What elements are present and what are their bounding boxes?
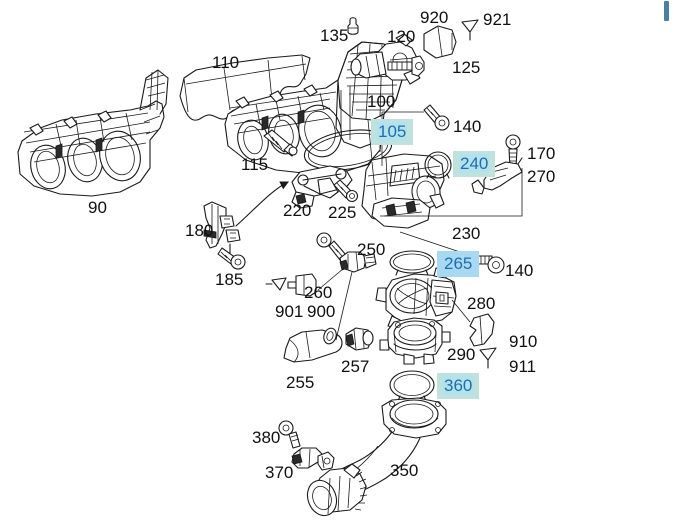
part-label-290: 290 (447, 345, 476, 364)
part-label-921: 921 (483, 10, 512, 29)
part-910-connector (469, 313, 495, 347)
part-920-connector (423, 25, 457, 59)
part-350-charge-pipe (306, 397, 447, 517)
part-label-255: 255 (286, 373, 315, 392)
part-115-bolt (263, 129, 298, 157)
part-125-bolt (387, 55, 425, 77)
part-label-170: 170 (527, 144, 556, 163)
part-380-bolt (278, 420, 301, 449)
part-label-350: 350 (390, 461, 419, 480)
part-label-220: 220 (283, 201, 312, 220)
highlighted-part-label-360-text: 360 (443, 376, 474, 395)
part-230-elbow-housing (361, 153, 445, 229)
part-label-180: 180 (185, 221, 214, 240)
highlighted-part-label-265-text: 265 (444, 254, 473, 273)
part-label-280: 280 (467, 294, 496, 313)
highlighted-part-label-105-text: 105 (377, 122, 408, 141)
part-280-throttle-body (375, 267, 471, 329)
part-label-110: 110 (212, 53, 240, 72)
part-250-sensor (317, 251, 377, 341)
part-260-bolt (316, 232, 347, 261)
part-label-100: 100 (367, 92, 396, 111)
part-135-plug (347, 17, 359, 35)
part-90-manifold-left (17, 69, 169, 197)
part-label-250: 250 (357, 240, 386, 259)
part-label-90: 90 (88, 198, 107, 217)
part-label-380: 380 (252, 428, 281, 447)
part-label-920: 920 (420, 8, 449, 27)
part-label-270: 270 (527, 167, 556, 186)
part-370-bracket (291, 447, 335, 471)
highlighted-part-label-240-text: 240 (459, 154, 490, 173)
part-220-linkage (235, 165, 353, 227)
part-180-bracket (203, 201, 241, 255)
part-140-bolt-lower (399, 231, 505, 274)
part-label-140-lower: 140 (505, 261, 534, 280)
part-label-120: 120 (387, 27, 416, 46)
part-label-185: 185 (215, 270, 244, 289)
part-900-connector (287, 273, 317, 297)
part-label-230: 230 (452, 224, 481, 243)
highlighted-part-label-360[interactable]: 360 (437, 373, 480, 399)
highlighted-part-label-240[interactable]: 240 (453, 151, 496, 177)
part-label-225: 225 (328, 203, 357, 222)
part-911-clip (479, 347, 497, 369)
part-label-115: 115 (241, 155, 269, 174)
part-label-370: 370 (265, 463, 294, 482)
part-label-260: 260 (304, 283, 333, 302)
part-label-911: 911 (509, 357, 537, 376)
part-label-140-upper: 140 (453, 117, 482, 136)
part-label-125: 125 (452, 58, 481, 77)
highlighted-part-label-105[interactable]: 105 (371, 119, 414, 145)
part-label-257: 257 (341, 357, 370, 376)
part-185-bolt (217, 247, 246, 270)
part-label-901: 901 (275, 302, 304, 321)
part-label-900: 900 (307, 302, 336, 321)
part-265-seal (389, 250, 435, 276)
part-225-bolt (333, 179, 359, 203)
part-label-910: 910 (509, 332, 538, 351)
part-label-135: 135 (320, 26, 349, 45)
part-290-adapter-ring (379, 317, 451, 365)
scrollbar-thumb[interactable] (664, 1, 669, 21)
part-360-seal (389, 370, 435, 402)
part-921-clip (461, 19, 479, 41)
part-257-connector (345, 327, 374, 351)
part-255-hose (283, 327, 343, 363)
part-901-clip (265, 277, 287, 291)
highlighted-part-label-265[interactable]: 265 (437, 251, 480, 277)
part-240-oring (424, 151, 452, 179)
